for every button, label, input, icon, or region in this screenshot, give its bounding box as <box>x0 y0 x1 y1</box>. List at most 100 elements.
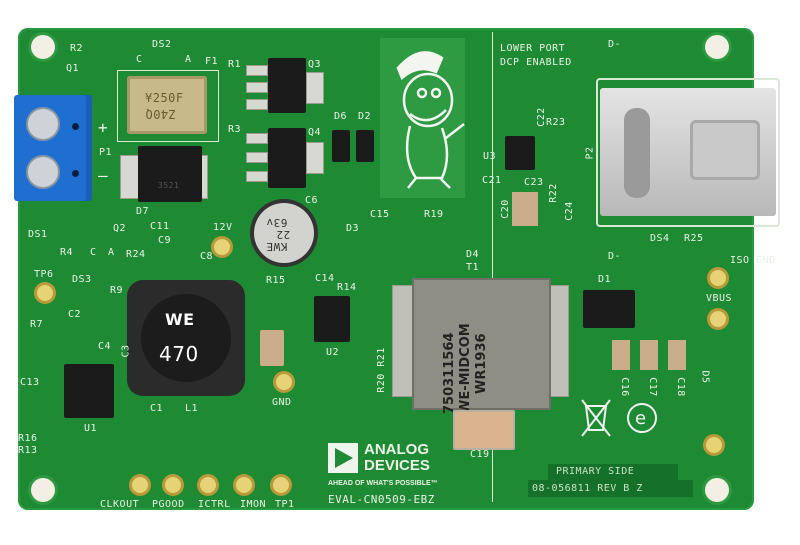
fuse-marking: ¥250F <box>145 91 184 105</box>
silkscreen-label: ISO GND <box>730 255 776 266</box>
test-point-iso-gnd[interactable] <box>710 270 726 286</box>
silkscreen-label: C6 <box>305 195 319 206</box>
silkscreen-label: C1 <box>150 403 164 414</box>
test-point-imon[interactable] <box>236 477 252 493</box>
silkscreen-label: T1 <box>466 262 480 273</box>
silkscreen-label: GND <box>272 397 292 408</box>
silkscreen-label: C15 <box>370 209 390 220</box>
silkscreen-label: C4 <box>98 341 112 352</box>
silkscreen-label: DS2 <box>152 39 172 50</box>
silkscreen-label: C23 <box>524 177 544 188</box>
transformer-t1: 750311564 WE-MIDCOM WR1936 <box>412 278 551 414</box>
silkscreen-label: R21 <box>375 347 387 367</box>
revision-label: 08-056811 REV B Z <box>532 483 643 494</box>
test-point-vbus[interactable] <box>710 311 726 327</box>
silkscreen-label: R20 <box>375 373 387 393</box>
mounting-hole <box>31 478 55 502</box>
silkscreen-label: A <box>185 54 192 65</box>
diode-d7: 3521 <box>138 146 202 202</box>
test-point-clkout[interactable] <box>132 477 148 493</box>
silkscreen-label: R22 <box>547 183 559 203</box>
test-point-12v[interactable] <box>214 239 230 255</box>
silkscreen-label: KWE <box>266 240 288 253</box>
board-name: EVAL-CN0509-EBZ <box>328 493 435 506</box>
silkscreen-label: P1 <box>99 147 113 158</box>
silkscreen-label: C13 <box>20 377 40 388</box>
silkscreen-label: C18 <box>674 377 686 397</box>
silkscreen-label: C20 <box>499 199 511 219</box>
silkscreen-label: Q1 <box>66 63 80 74</box>
silkscreen-label: R25 <box>684 233 704 244</box>
screw-icon[interactable] <box>28 109 58 139</box>
capacitor <box>260 330 284 366</box>
silkscreen-label: R16 <box>18 433 38 444</box>
test-point-label: TP1 <box>275 499 295 510</box>
silkscreen-label: DEVICES <box>364 457 430 474</box>
silkscreen-label: U2 <box>326 347 340 358</box>
test-point-gnd[interactable] <box>276 374 292 390</box>
silkscreen-label: 22 <box>276 228 291 241</box>
usb-outline <box>596 78 780 227</box>
capacitor-c6: 63v 22 KWE <box>254 203 314 263</box>
lower-port-label: LOWER PORT <box>500 43 566 54</box>
test-point-label: IMON <box>240 499 267 510</box>
silkscreen-label: Q2 <box>113 223 127 234</box>
silkscreen-label: R19 <box>424 209 444 220</box>
test-point-tp1[interactable] <box>273 477 289 493</box>
silkscreen-label: + <box>98 118 109 137</box>
silkscreen-label: C9 <box>158 235 172 246</box>
adi-triangle-icon <box>328 443 358 473</box>
silkscreen-label: D6 <box>334 111 348 122</box>
diode-d1 <box>583 290 635 328</box>
silkscreen-label: TP6 <box>34 269 54 280</box>
fuse-f1: ¥250F Z40Q <box>127 76 207 134</box>
silkscreen-label: DS3 <box>72 274 92 285</box>
silkscreen-label: R15 <box>266 275 286 286</box>
capacitor-c18 <box>668 340 686 370</box>
silkscreen-label: C11 <box>150 221 170 232</box>
screw-icon[interactable] <box>28 157 58 187</box>
fuse-outline <box>117 70 219 142</box>
capacitor-c16 <box>612 340 630 370</box>
test-point-ictrl[interactable] <box>200 477 216 493</box>
transformer-code: WR1936 <box>474 333 489 394</box>
ic-u1 <box>64 364 114 418</box>
ic-u3 <box>505 136 535 170</box>
ic-u2 <box>314 296 350 342</box>
silkscreen-label: R3 <box>228 124 242 135</box>
test-point-tp6[interactable] <box>37 285 53 301</box>
silkscreen-label: D2 <box>358 111 372 122</box>
silkscreen-label: DS4 <box>650 233 670 244</box>
weee-recycle-icons: e <box>581 399 657 437</box>
silkscreen-label: D1 <box>598 274 612 285</box>
usb-a-port[interactable] <box>600 88 776 216</box>
silkscreen-label: F1 <box>205 56 219 67</box>
silkscreen-label: P2 <box>584 146 596 160</box>
mounting-hole <box>705 35 729 59</box>
silkscreen-label: D3 <box>346 223 360 234</box>
test-point[interactable] <box>706 437 722 453</box>
diode-d6 <box>332 130 350 162</box>
transformer-brand: WE-MIDCOM <box>458 323 473 414</box>
terminal-block-p1[interactable] <box>14 95 92 201</box>
isolation-line <box>492 32 493 502</box>
mascot-illustration <box>380 38 465 198</box>
silkscreen-label: Q4 <box>308 127 322 138</box>
silkscreen-label: A <box>108 247 115 258</box>
silkscreen-label: R23 <box>546 117 566 128</box>
primary-side-label: PRIMARY SIDE <box>556 466 635 477</box>
transformer-part-number: 750311564 <box>442 332 457 414</box>
silkscreen-label: DS1 <box>28 229 48 240</box>
silkscreen-label: C3 <box>120 344 132 358</box>
silkscreen-label: C19 <box>470 449 490 460</box>
silkscreen-label: C8 <box>200 251 214 262</box>
silkscreen-label: R9 <box>110 285 124 296</box>
test-point-pgood[interactable] <box>165 477 181 493</box>
silkscreen-label: 12V <box>213 222 233 233</box>
silkscreen-label: C16 <box>618 377 630 397</box>
silkscreen-label: U1 <box>84 423 98 434</box>
transistor-q3 <box>268 58 306 113</box>
capacitor-c17 <box>640 340 658 370</box>
silkscreen-label: R4 <box>60 247 74 258</box>
silkscreen-label: C22 <box>535 107 547 127</box>
